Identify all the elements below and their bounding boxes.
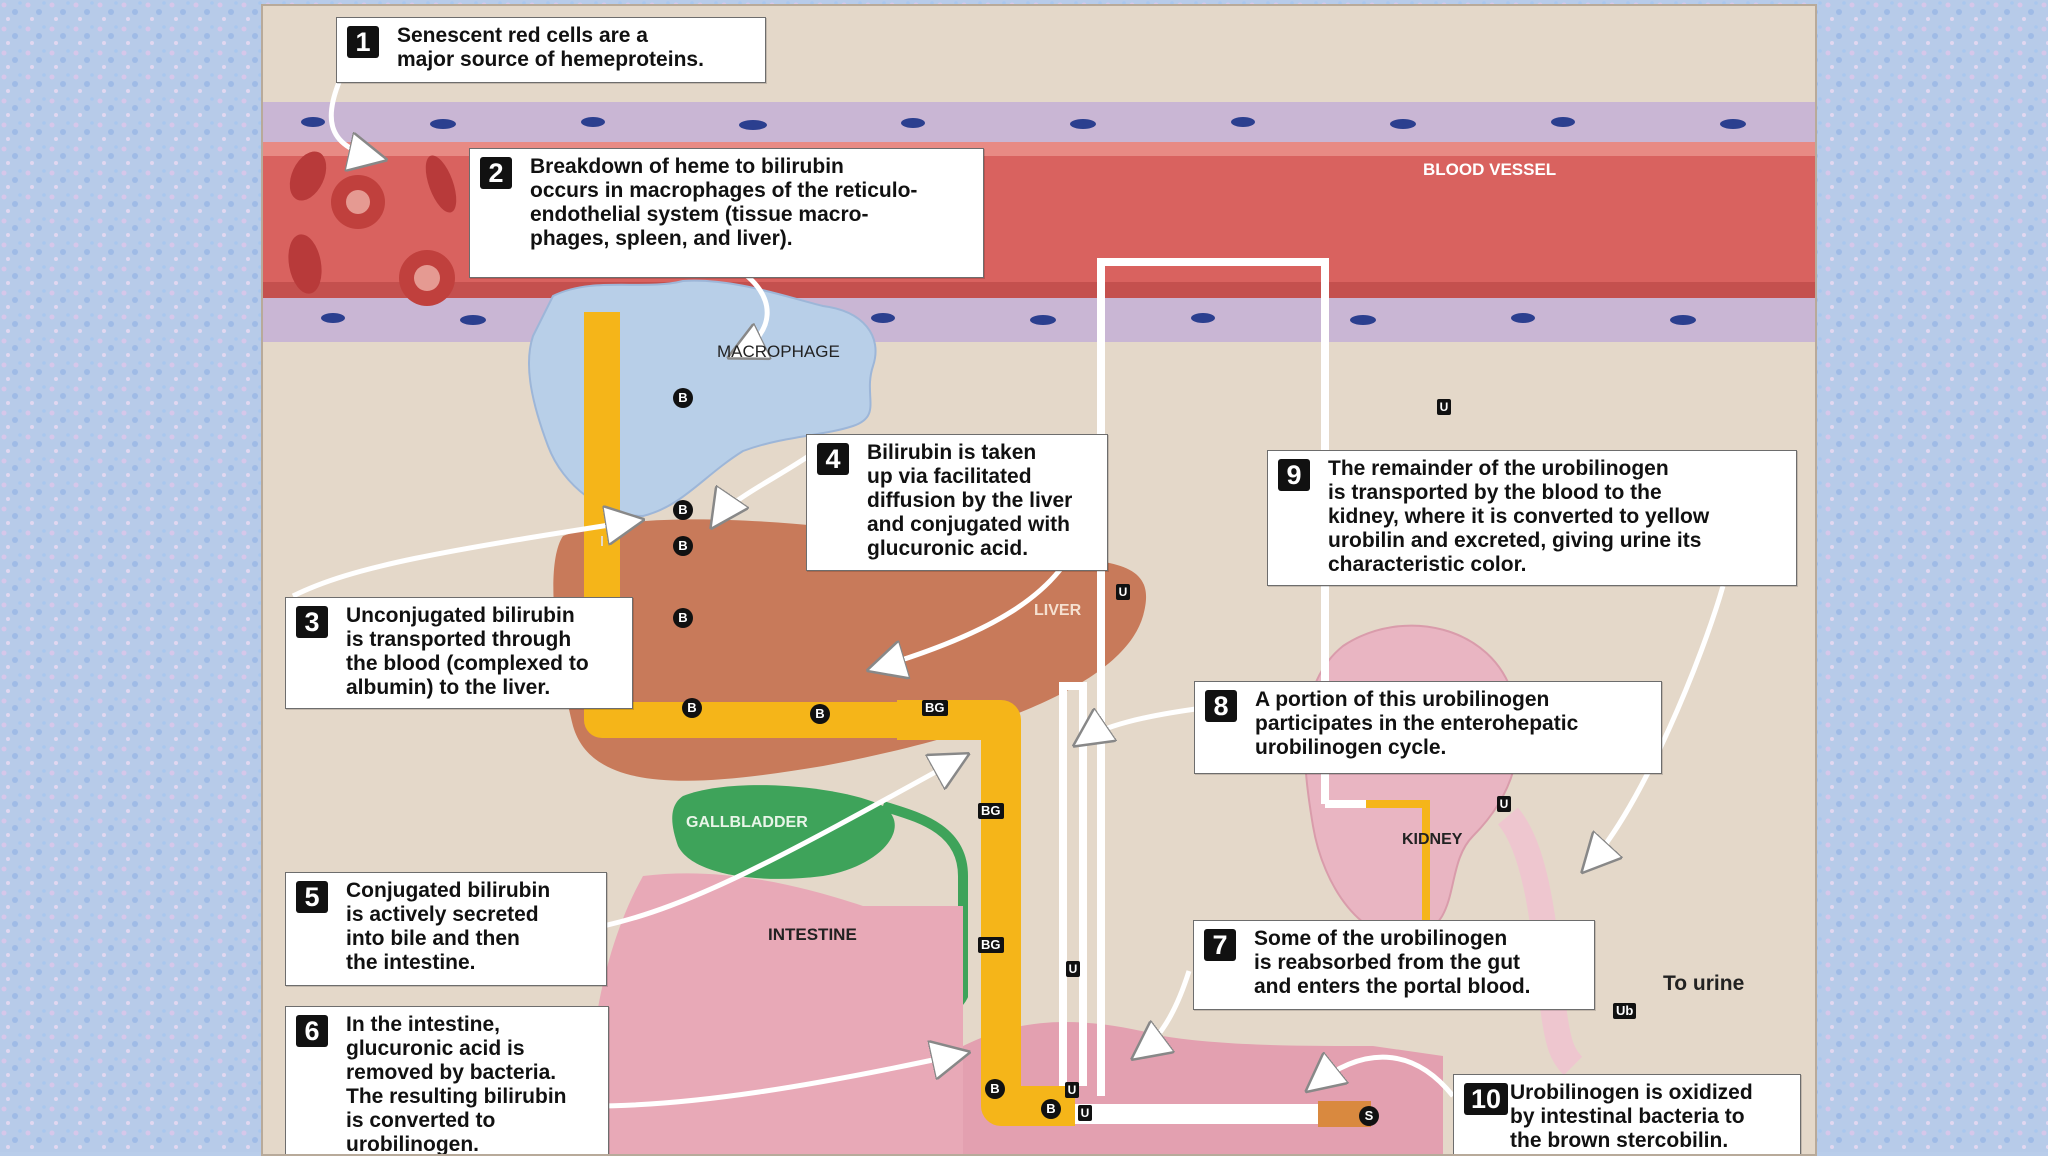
step-number: 8 — [1205, 690, 1237, 722]
callout-1: 1 Senescent red cells are a major source… — [336, 17, 766, 83]
bilirubin-badge: B — [673, 500, 693, 520]
callout-text: Conjugated bilirubin is actively secrete… — [346, 879, 551, 974]
endothelial-nuclei — [301, 117, 1746, 325]
bilirubin-glucuronide-badge: BG — [922, 700, 948, 716]
bilirubin-badge: B — [1041, 1099, 1061, 1119]
callout-text: The remainder of the urobilinogen is tra… — [1328, 457, 1710, 576]
callout-text: Some of the urobilinogen is reabsorbed f… — [1254, 927, 1531, 998]
urobilinogen-badge: U — [1066, 961, 1080, 977]
label-intestine: INTESTINE — [768, 925, 857, 944]
urobilinogen-badge: U — [1116, 584, 1130, 600]
callout-3: 3 Unconjugated bilirubin is transported … — [285, 597, 633, 709]
bilirubin-glucuronide-badge: BG — [978, 803, 1004, 819]
label-liver: LIVER — [1034, 602, 1082, 619]
step-number: 4 — [817, 443, 849, 475]
urobilin-badge: Ub — [1613, 1003, 1637, 1019]
callout-9: 9 The remainder of the urobilinogen is t… — [1267, 450, 1797, 586]
gallbladder-shape — [672, 785, 895, 879]
callout-8: 8 A portion of this urobilinogen partici… — [1194, 681, 1662, 774]
bilirubin-badge: B — [985, 1079, 1005, 1099]
urobilinogen-badge: U — [1078, 1105, 1092, 1121]
bilirubin-badge: B — [682, 698, 702, 718]
bilirubin-pathway — [584, 312, 1075, 1126]
callout-text: Unconjugated bilirubin is transported th… — [346, 604, 589, 699]
bilirubin-badge: B — [673, 536, 693, 556]
callout-7: 7 Some of the urobilinogen is reabsorbed… — [1193, 920, 1595, 1010]
callout-text: In the intestine, glucuronic acid is rem… — [346, 1013, 567, 1156]
bilirubin-badge: B — [810, 704, 830, 724]
callout-text: Bilirubin is taken up via facilitated di… — [867, 441, 1073, 560]
intestine-shape — [589, 873, 963, 1154]
urobilinogen-badge: U — [1065, 1082, 1079, 1098]
step-number: 9 — [1278, 459, 1310, 491]
callout-text: Urobilinogen is oxidized by intestinal b… — [1510, 1081, 1753, 1152]
callout-4: 4 Bilirubin is taken up via facilitated … — [806, 434, 1108, 571]
step-number: 7 — [1204, 929, 1236, 961]
label-gallbladder: GALLBLADDER — [686, 814, 808, 831]
callout-5: 5 Conjugated bilirubin is actively secre… — [285, 872, 607, 986]
red-blood-cells — [288, 151, 457, 306]
bilirubin-glucuronide-badge: BG — [978, 937, 1004, 953]
callout-6: 6 In the intestine, glucuronic acid is r… — [285, 1006, 609, 1156]
callout-10: 10 Urobilinogen is oxidized by intestina… — [1453, 1074, 1801, 1154]
stercobilin-badge: S — [1359, 1106, 1379, 1126]
step-number: 5 — [296, 881, 328, 913]
callout-text: Senescent red cells are a major source o… — [397, 24, 704, 71]
label-blood-vessel: BLOOD VESSEL — [1423, 160, 1557, 179]
label-macrophage: MACROPHAGE — [717, 342, 840, 361]
bilirubin-badge: B — [673, 608, 693, 628]
step-number: 10 — [1464, 1083, 1508, 1115]
label-kidney: KIDNEY — [1402, 831, 1463, 848]
callout-2: 2 Breakdown of heme to bilirubin occurs … — [469, 148, 984, 278]
urobilinogen-badge: U — [1497, 796, 1511, 812]
kidney-shape — [1303, 624, 1520, 939]
label-to-urine: To urine — [1663, 972, 1745, 995]
step-number: 1 — [347, 26, 379, 58]
diagram-panel: BLOOD VESSEL MACROPHAGE LIVER GALLBLADDE… — [261, 4, 1817, 1156]
step-number: 6 — [296, 1015, 328, 1047]
bilirubin-badge: B — [673, 388, 693, 408]
blood-vessel — [263, 102, 1815, 342]
diagram-artwork — [263, 66, 1815, 1154]
callout-text: A portion of this urobilinogen participa… — [1255, 688, 1579, 759]
step-number: 2 — [480, 157, 512, 189]
step-number: 3 — [296, 606, 328, 638]
callout-text: Breakdown of heme to bilirubin occurs in… — [530, 155, 918, 250]
urobilinogen-badge: U — [1437, 399, 1451, 415]
